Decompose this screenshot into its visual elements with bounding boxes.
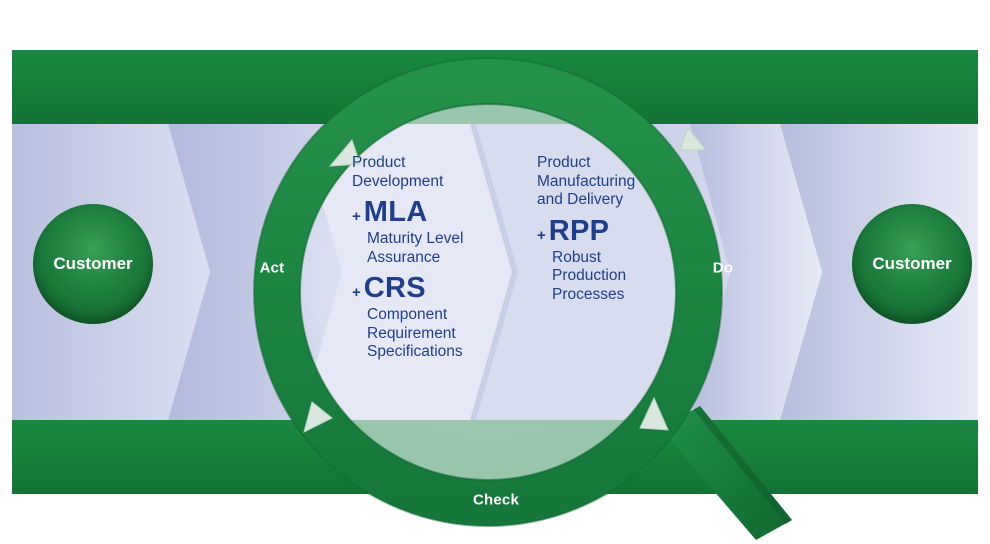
mla-acronym: MLA bbox=[363, 196, 428, 229]
mla-row: + MLA bbox=[352, 195, 463, 230]
magnifier-handle bbox=[660, 406, 792, 540]
cycle-label-plan: Plan bbox=[481, 35, 515, 53]
cycle-label-do: Do bbox=[712, 259, 734, 277]
crs-acronym: CRS bbox=[363, 272, 426, 305]
crs-desc-line1: Component bbox=[367, 305, 448, 323]
rpp-desc-line1: Robust bbox=[552, 248, 602, 266]
pdca-ring bbox=[254, 58, 722, 526]
ring-arrow-top-left bbox=[328, 138, 361, 167]
mla-desc-line2: Assurance bbox=[367, 248, 441, 266]
cycle-label-act: Act bbox=[259, 259, 285, 277]
ring-arrow-top-right bbox=[679, 127, 708, 151]
development-title-line2: Development bbox=[352, 172, 444, 190]
customer-left-circle: Customer bbox=[33, 204, 153, 324]
manufacturing-block: Product Manufacturing and Delivery + RPP… bbox=[537, 154, 635, 304]
crs-desc-line2: Requirement bbox=[367, 324, 456, 342]
manufacturing-title-line1: Product bbox=[537, 154, 591, 171]
rpp-acronym: RPP bbox=[548, 214, 610, 247]
ring-inner-edge bbox=[299, 103, 677, 481]
customer-right-circle: Customer bbox=[852, 204, 972, 324]
rpp-row: + RPP bbox=[537, 214, 635, 249]
development-title-line1: Product bbox=[352, 154, 406, 171]
arrow-4 bbox=[690, 124, 822, 420]
ring-outer-edge bbox=[253, 57, 723, 527]
manufacturing-title-line3: and Delivery bbox=[537, 191, 624, 209]
customer-right-label: Customer bbox=[872, 254, 952, 273]
development-block: Product Development + MLA Maturity Level… bbox=[352, 154, 463, 362]
ring-direction-arrows bbox=[303, 127, 708, 433]
ring-arrow-bottom-left bbox=[303, 401, 333, 433]
rpp-plus: + bbox=[537, 226, 546, 244]
customer-left-label: Customer bbox=[53, 254, 133, 273]
rpp-desc-line3: Processes bbox=[552, 285, 625, 303]
crs-plus: + bbox=[352, 284, 361, 302]
crs-desc-line3: Specifications bbox=[367, 343, 463, 361]
mla-desc-line1: Maturity Level bbox=[367, 229, 464, 247]
mla-plus: + bbox=[352, 208, 361, 226]
ring-arrow-bottom-right bbox=[639, 396, 669, 431]
cycle-label-check: Check bbox=[472, 491, 520, 509]
crs-row: + CRS bbox=[352, 271, 463, 306]
manufacturing-title-line2: Manufacturing bbox=[537, 172, 636, 190]
rpp-desc-line2: Production bbox=[552, 267, 627, 285]
